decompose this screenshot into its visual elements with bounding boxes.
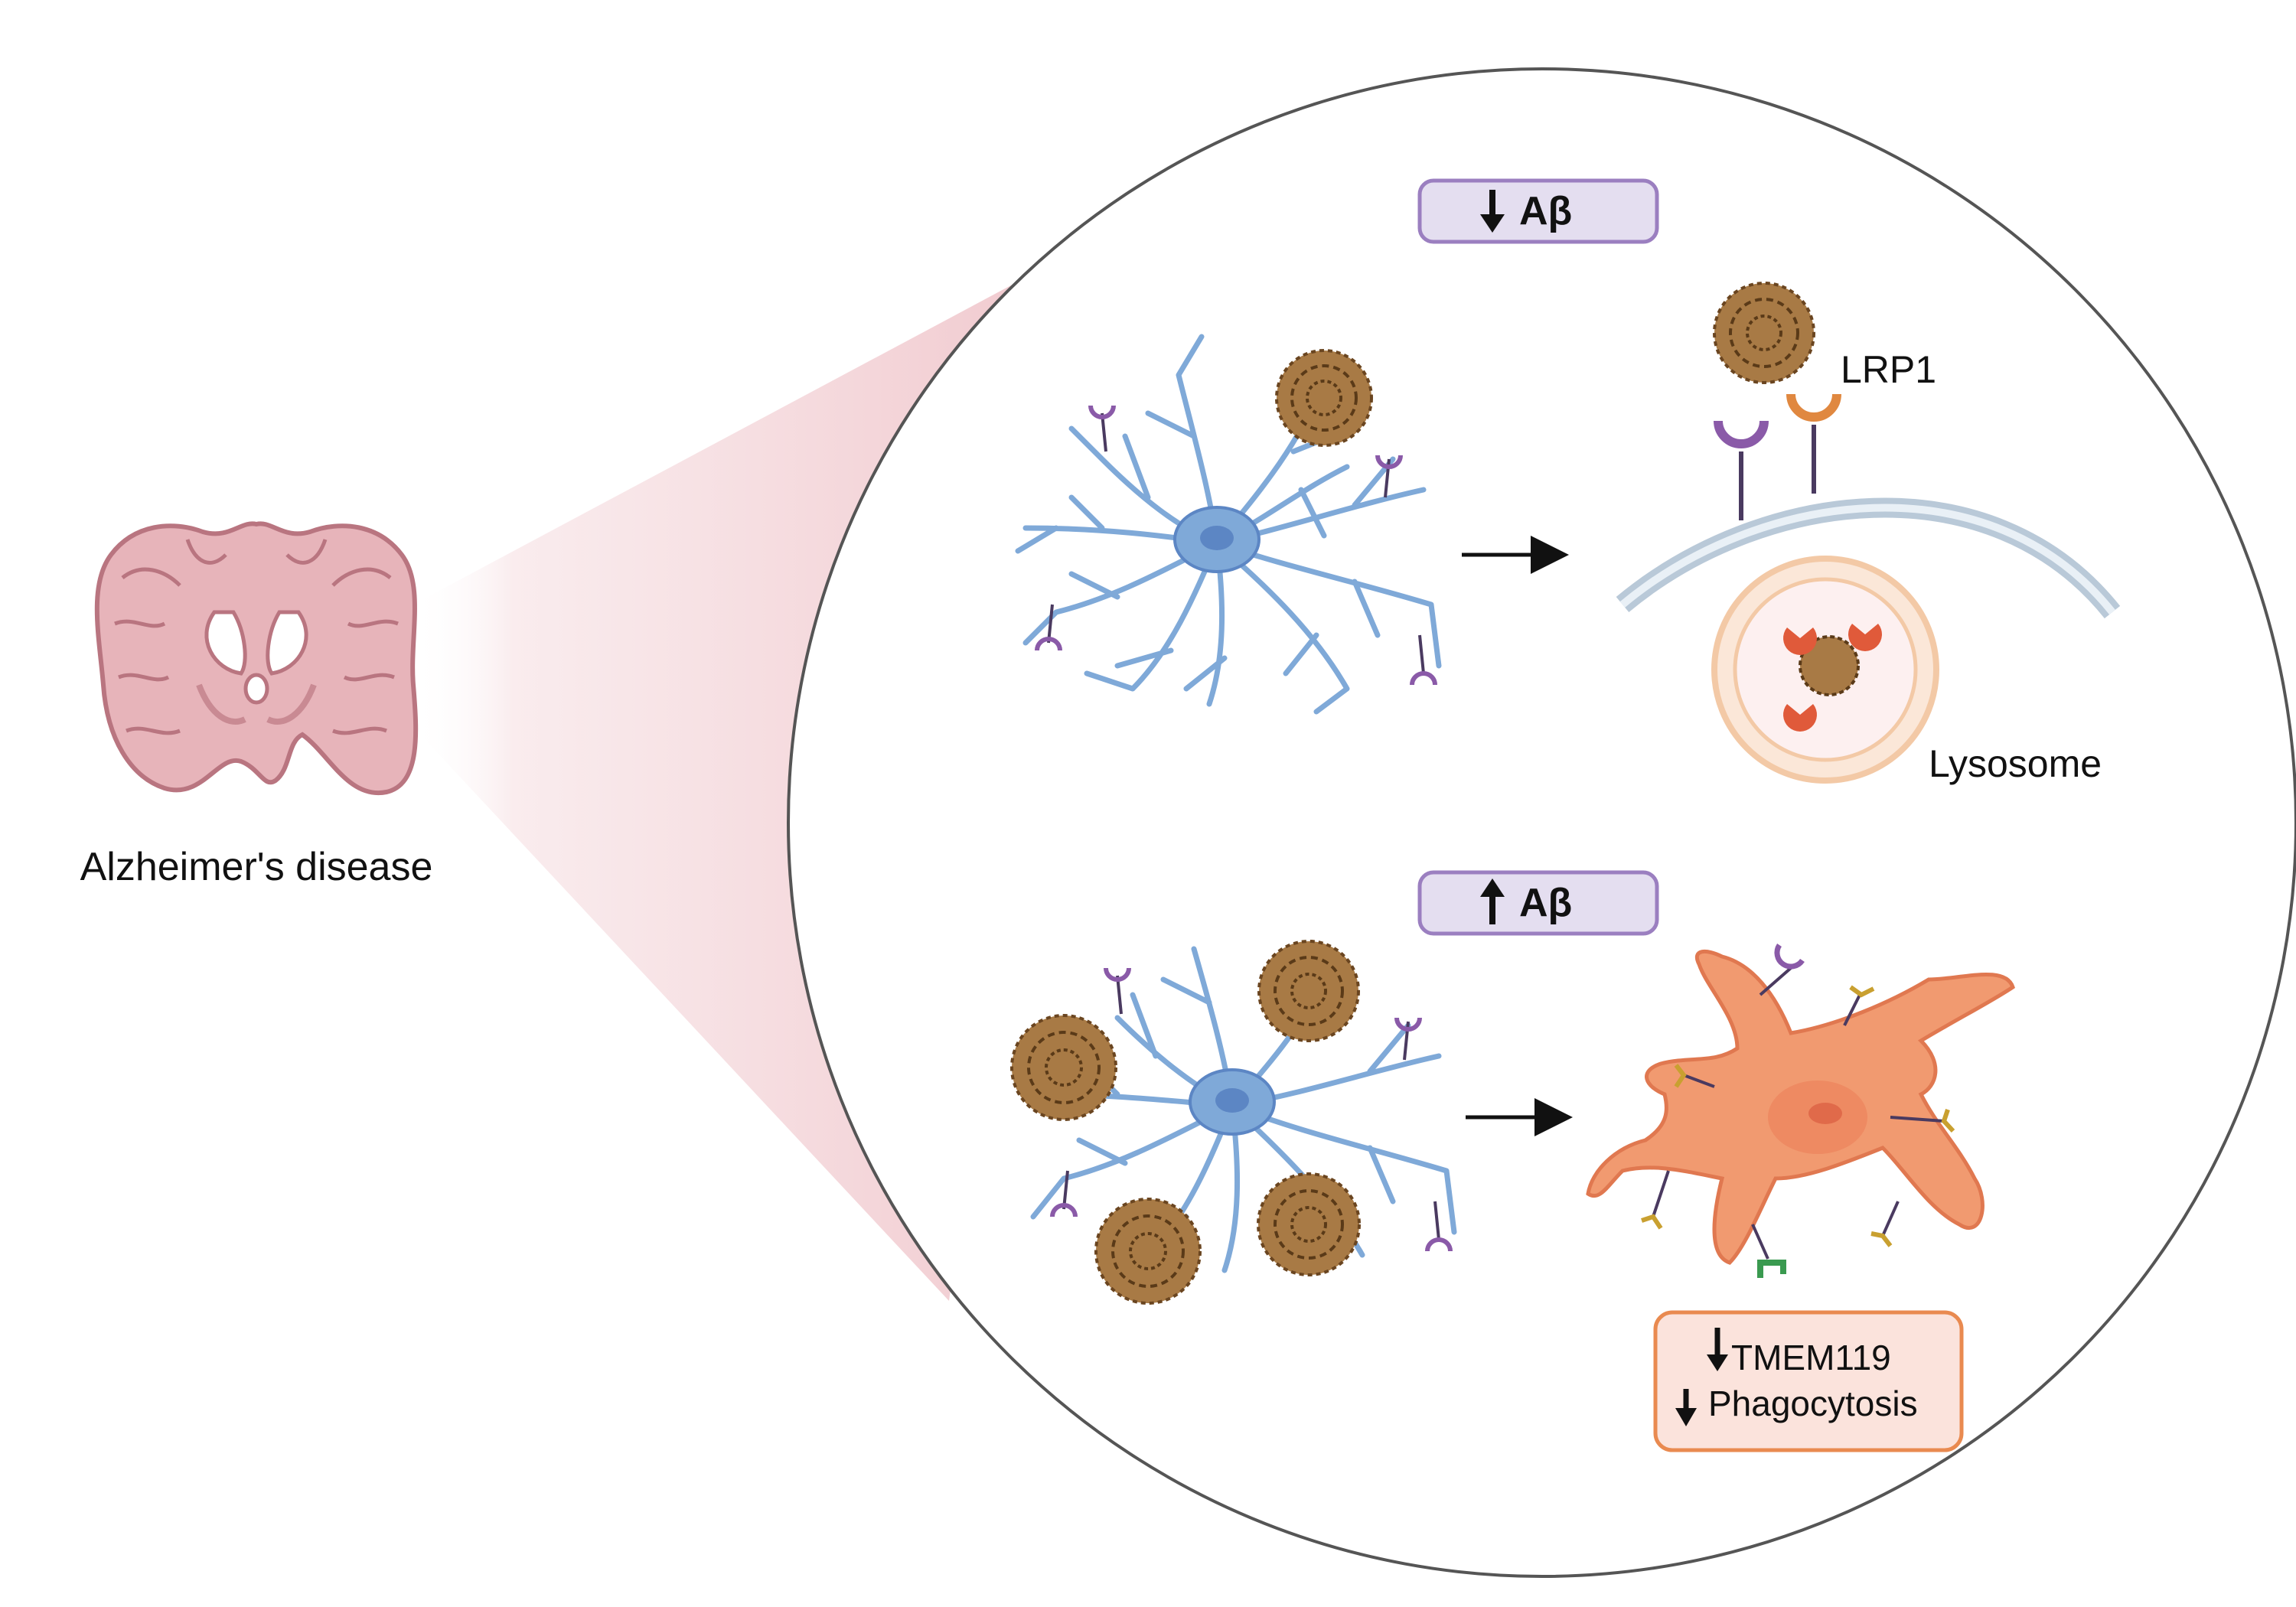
receptor-icon [1394, 1017, 1422, 1061]
amyloid-plaque-icon [1275, 349, 1373, 447]
astrocyte-nucleus [1215, 1088, 1249, 1113]
receptor-icon [1759, 944, 1805, 996]
receptor-icon [1035, 604, 1062, 651]
lysosome-icon [1711, 556, 1939, 784]
lrp1-receptor-icon [1786, 393, 1841, 494]
receptor-icon [1714, 420, 1769, 520]
down-arrow-icon [1480, 190, 1505, 233]
receptor-icon [1104, 967, 1131, 1015]
effect-box: TMEM119 Phagocytosis [1653, 1310, 1964, 1452]
lysosome-label: Lysosome [1929, 742, 2102, 785]
receptor-icon [1425, 1201, 1453, 1252]
receptor-icon [1088, 405, 1116, 452]
zoom-circle [787, 67, 2296, 1578]
amyloid-plaque-icon [1713, 282, 1815, 384]
down-arrow-icon [1707, 1328, 1728, 1371]
up-arrow-icon [1480, 878, 1505, 924]
amyloid-plaque-icon [1010, 1014, 1117, 1121]
bottom-badge-text: Aβ [1519, 881, 1572, 925]
effect-phagocytosis: Phagocytosis [1708, 1384, 1918, 1423]
top-badge-text: Aβ [1519, 189, 1572, 233]
amyloid-plaque-icon [1257, 940, 1360, 1042]
brain-section-icon [94, 521, 419, 796]
amyloid-plaque-icon [1094, 1198, 1202, 1305]
brain-caption: Alzheimer's disease [80, 845, 433, 889]
receptor-icon [1050, 1170, 1078, 1217]
astrocyte-nucleus [1200, 526, 1234, 550]
y-receptor-icon [1641, 985, 1955, 1247]
microglia-icon [1586, 949, 2015, 1265]
receptor-icon [1375, 455, 1403, 498]
lrp1-label: LRP1 [1841, 348, 1936, 391]
receptor-icon [1410, 634, 1437, 686]
effect-tmem119: TMEM119 [1731, 1338, 1891, 1377]
top-badge: Aβ [1417, 178, 1659, 244]
enzyme-icon [1783, 624, 1883, 732]
amyloid-plaque-icon [1257, 1172, 1361, 1276]
bottom-badge: Aβ [1417, 870, 1659, 936]
tmem119-receptor-icon [1751, 1224, 1786, 1278]
microglia-nucleus [1808, 1103, 1842, 1124]
down-arrow-icon [1675, 1389, 1697, 1426]
